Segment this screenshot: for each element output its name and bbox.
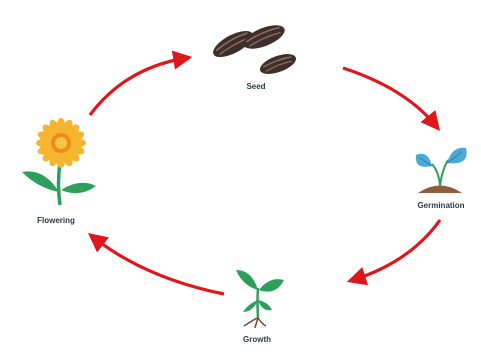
sunflower-icon bbox=[22, 118, 96, 205]
arrow-growth-to-flowering bbox=[93, 237, 224, 294]
stage-germination: Germination bbox=[416, 148, 467, 210]
arrow-seed-to-germination bbox=[343, 68, 436, 126]
stage-label-germination: Germination bbox=[417, 201, 464, 210]
stage-growth: Growth bbox=[236, 270, 284, 344]
arrow-flowering-to-seed bbox=[90, 58, 186, 115]
stage-label-flowering: Flowering bbox=[37, 216, 75, 225]
stage-flowering: Flowering bbox=[22, 118, 96, 225]
stage-seed: Seed bbox=[209, 20, 298, 91]
sprout-in-soil-icon bbox=[416, 148, 467, 193]
seedling-with-roots-icon bbox=[236, 270, 284, 328]
sunflower-seeds-icon bbox=[209, 20, 298, 78]
cycle-arrows bbox=[90, 58, 440, 294]
stage-label-seed: Seed bbox=[246, 82, 265, 91]
arrow-germination-to-growth bbox=[353, 220, 440, 280]
stage-label-growth: Growth bbox=[243, 335, 271, 344]
